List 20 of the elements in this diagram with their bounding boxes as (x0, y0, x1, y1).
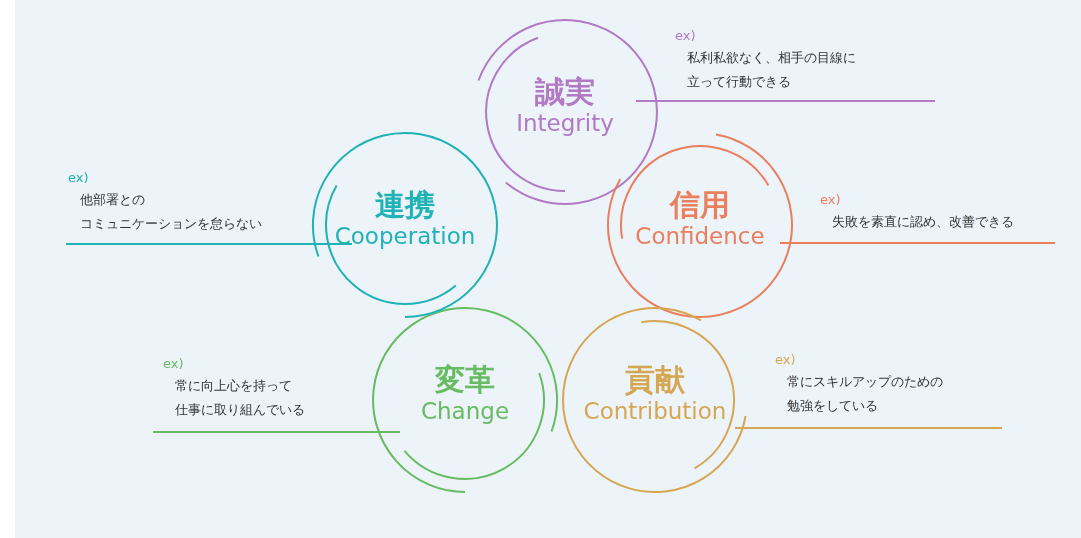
example-marker: ex) (163, 356, 184, 371)
example-text: 常にスキルアップのための勉強をしている (787, 373, 944, 415)
value-subtitle: Cooperation (333, 223, 477, 249)
value-heading: 信用 (668, 186, 731, 224)
example-marker: ex) (820, 192, 841, 207)
example-marker: ex) (675, 28, 696, 43)
value-heading: 変革 (434, 361, 496, 399)
value-heading: 連携 (374, 186, 436, 224)
example-text: 常に向上心を持って仕事に取り組んでいる (175, 377, 306, 419)
example-text: 失敗を素直に認め、改善できる (832, 213, 1015, 231)
example-text: 他部署とのコミュニケーションを怠らない (80, 191, 263, 233)
value-subtitle: Change (419, 398, 511, 424)
example-marker: ex) (68, 170, 89, 185)
value-subtitle: Integrity (515, 110, 615, 136)
value-subtitle: Confidence (634, 223, 766, 249)
value-subtitle: Contribution (582, 398, 728, 424)
example-marker: ex) (775, 352, 796, 367)
value-heading: 貢献 (624, 361, 686, 399)
value-heading: 誠実 (533, 73, 596, 111)
example-text: 私利私欲なく、相手の目線に立って行動できる (687, 49, 857, 91)
